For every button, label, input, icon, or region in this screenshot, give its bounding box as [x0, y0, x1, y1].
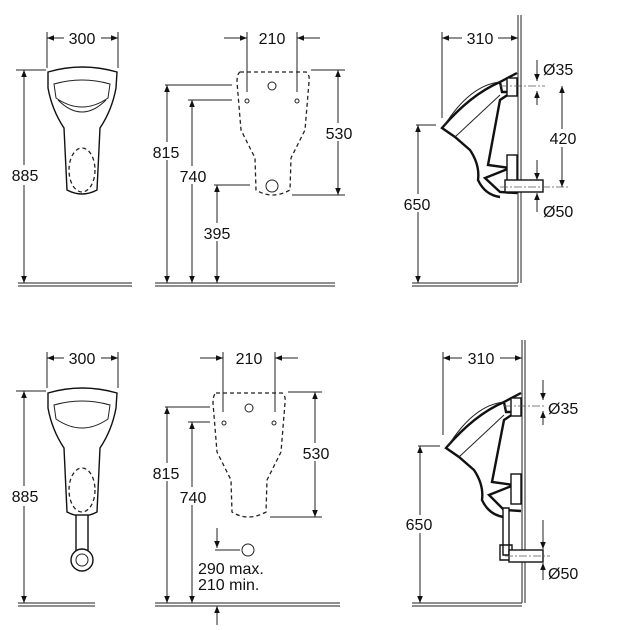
- dimension-650: 650: [404, 197, 431, 214]
- depth-dimension: 310: [467, 31, 494, 48]
- urinal-front: [47, 66, 118, 195]
- inlet-diameter: Ø35: [548, 401, 578, 418]
- urinal-front: [47, 387, 118, 517]
- siphon-pipe: [75, 514, 89, 554]
- urinal-side: [440, 71, 518, 199]
- outlet-height-max: 290 max.: [198, 561, 264, 578]
- urinal-back-outline: [212, 392, 286, 518]
- siphon-trap: [70, 548, 94, 572]
- dimension-395: 395: [204, 226, 231, 243]
- outlet-diameter: Ø50: [543, 204, 573, 221]
- urinal-back-outline: [236, 71, 310, 196]
- height-dimension: 885: [12, 489, 39, 506]
- dimension-815: 815: [153, 145, 180, 162]
- top-side-view: 310 650 Ø35 420 Ø50: [398, 15, 580, 287]
- bottom-side-view: 310 650 Ø35 Ø50: [400, 340, 578, 607]
- inlet-diameter: Ø35: [543, 62, 573, 79]
- top-front-view: 300 885: [4, 31, 132, 287]
- height-dimension: 885: [12, 168, 39, 185]
- dimension-530: 530: [303, 446, 330, 463]
- width-dimension: 210: [236, 351, 263, 368]
- dimension-530: 530: [326, 126, 353, 143]
- bottom-back-view: 210 815 740 530 290 max. 210 min.: [150, 351, 340, 625]
- depth-dimension: 310: [468, 351, 495, 368]
- outlet-height-min: 210 min.: [198, 577, 259, 594]
- width-dimension: 300: [69, 351, 96, 368]
- top-back-view: 210 815 740 395 530: [150, 31, 356, 287]
- urinal-side: [444, 391, 522, 519]
- bottom-front-view: 300 885: [4, 351, 119, 607]
- dimension-740: 740: [180, 169, 207, 186]
- dimension-740: 740: [180, 490, 207, 507]
- dimension-650: 650: [406, 517, 433, 534]
- outlet-diameter: Ø50: [548, 566, 578, 583]
- dimension-815: 815: [153, 466, 180, 483]
- width-dimension: 300: [69, 31, 96, 48]
- dimension-420: 420: [550, 131, 577, 148]
- width-dimension: 210: [259, 31, 286, 48]
